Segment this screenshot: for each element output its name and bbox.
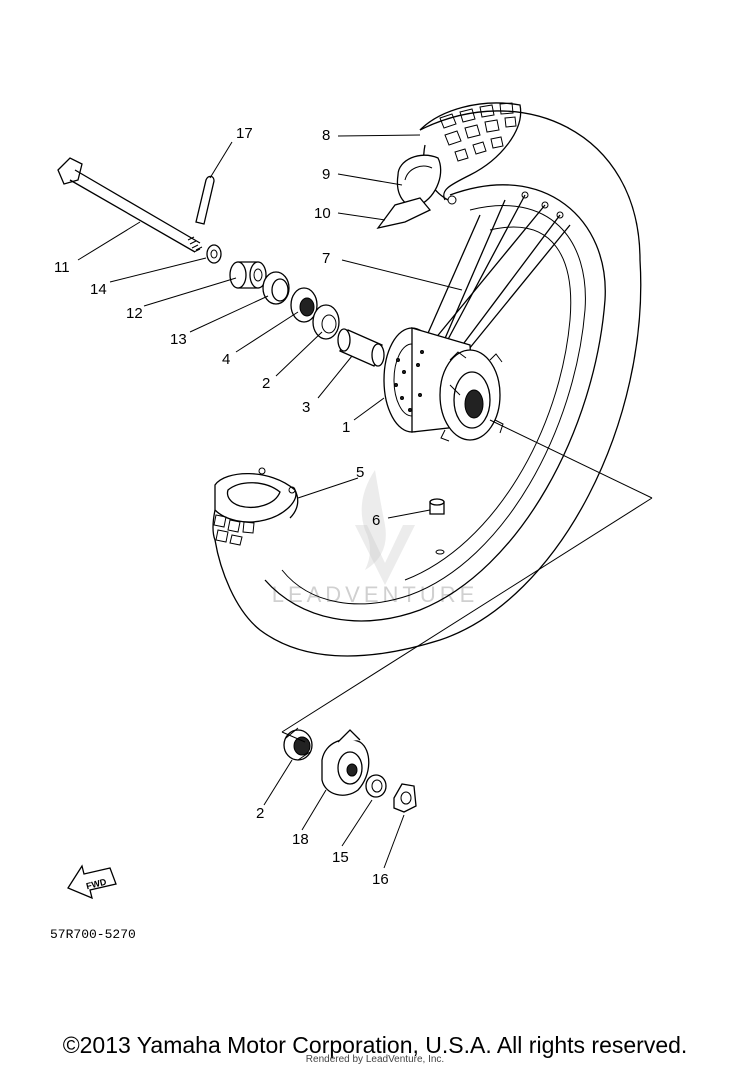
washer-15 [365,774,387,798]
callout-15: 15 [332,849,349,866]
spokes [424,191,571,361]
spacer-3 [337,328,385,367]
axle [57,157,203,253]
speedometer-gear-unit-18 [321,729,370,796]
callout-14: 14 [90,281,107,298]
callout-9: 9 [322,166,330,183]
fwd-arrow-icon: FWD [67,864,117,900]
callout-18: 18 [292,831,309,848]
copyright-notice: ©2013 Yamaha Motor Corporation, U.S.A. A… [62,1032,688,1058]
callout-2-left: 2 [262,375,270,392]
washer-14 [206,244,222,264]
callout-numbers: 17 8 9 10 7 11 14 12 13 4 2 3 1 5 6 2 18… [54,125,389,888]
rendered-by-notice: Rendered by LeadVenture, Inc. [305,1054,445,1065]
rim-band [376,197,432,230]
callout-13: 13 [170,331,187,348]
watermark-logo [355,470,415,585]
callout-10: 10 [314,205,331,222]
callout-16: 16 [372,871,389,888]
callout-4: 4 [222,351,230,368]
oil-seal-13 [262,271,290,305]
callout-6: 6 [372,512,380,529]
leader-lines [77,134,463,869]
valve-cap [429,498,445,555]
tread-pattern-bottom [213,514,255,546]
cotter-pin [195,175,215,225]
diagram-number: 57R700-5270 [50,927,136,942]
callout-3: 3 [302,399,310,416]
tire [212,102,642,657]
tube [396,154,442,207]
bearing-4 [290,287,318,323]
callout-11: 11 [54,259,70,276]
bearing-2-right [283,727,313,761]
assembly-lines [281,384,653,743]
hub [383,327,504,442]
callout-12: 12 [126,305,143,322]
callout-5: 5 [356,464,364,481]
callout-1: 1 [342,419,350,436]
tread-pattern-top [439,102,517,162]
callout-17: 17 [236,125,253,142]
callout-8: 8 [322,127,330,144]
fwd-label: FWD [85,877,108,892]
collar-12 [229,261,267,289]
callout-7: 7 [322,250,330,267]
callout-2-right: 2 [256,805,264,822]
nut-16 [393,783,417,813]
bearing-2-left [312,304,340,340]
